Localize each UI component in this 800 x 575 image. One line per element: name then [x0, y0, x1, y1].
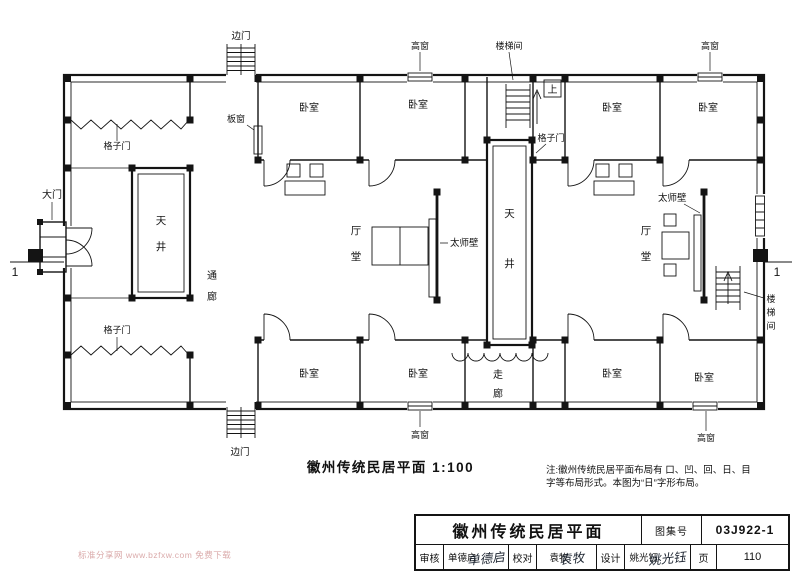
label-high-window-bottom-right: 高窗 [697, 432, 715, 443]
label-lattice-door-bottom: 格子门 [103, 324, 130, 335]
corridor-edges [67, 167, 132, 299]
label-board-window: 板窗 [227, 113, 245, 124]
skywell-left [130, 166, 192, 300]
label-hall-middle: 厅堂 [351, 225, 362, 263]
floor-plan-drawing: 边门 高窗 楼梯间 高窗 上 卧室 卧室 卧室 卧室 卧室 卧室 卧室 卧室 板… [10, 30, 792, 458]
label-bedroom-4: 卧室 [698, 101, 718, 114]
skywell-middle [485, 138, 534, 347]
label-high-window-top-right: 高窗 [701, 40, 719, 51]
label-bedroom-2: 卧室 [408, 98, 428, 111]
designer-label: 设计 [597, 545, 625, 569]
stairs-side-door-top [226, 44, 256, 75]
board-window [253, 125, 263, 155]
label-screen-wall-middle: 太师壁 [450, 237, 479, 249]
up-label-box [543, 79, 562, 98]
atlas-no-value: 03J922-1 [715, 523, 775, 537]
label-high-window-bottom-mid: 高窗 [411, 429, 429, 440]
designer-signature: 姚光钰 [647, 548, 687, 568]
section-number-right: 1 [774, 265, 781, 279]
stairs-top-right [505, 84, 531, 128]
label-side-door-top: 边门 [231, 30, 250, 42]
checker-signature: 袁牧 [557, 549, 585, 567]
label-stair-room-top: 楼梯间 [495, 40, 522, 51]
label-bedroom-8: 卧室 [694, 371, 714, 384]
label-lattice-door-right: 格子门 [537, 132, 564, 143]
drawing-caption: 徽州传统民居平面 1:100 [306, 460, 475, 475]
label-high-window-top-mid: 高窗 [411, 40, 429, 51]
label-bedroom-7: 卧室 [602, 367, 622, 380]
label-up: 上 [548, 84, 558, 96]
high-windows [407, 72, 723, 411]
label-hall-right: 厅堂 [641, 225, 652, 263]
page-label: 页 [691, 545, 717, 569]
right-wall-window [755, 195, 765, 237]
watermark-text: 标准分享网 www.bzfxw.com 免费下载 [78, 550, 232, 560]
drawing-note: 注:徽州传统民居平面布局有 口、凹、回、日、目 字等布局形式。本图为“日”字形布… [546, 464, 786, 490]
label-lattice-door-top: 格子门 [103, 140, 130, 151]
section-marker-left [10, 249, 64, 263]
label-skywell-middle: 天井 [504, 208, 515, 270]
atlas-no-label: 图集号 [642, 516, 702, 544]
label-corridor: 通廊 [207, 270, 217, 303]
checker-label: 校对 [509, 545, 537, 569]
designer-name: 姚光钰 [629, 553, 658, 564]
label-stair-room-right: 楼梯间 [766, 293, 775, 331]
screen-doors-walkway [451, 352, 549, 362]
title-block: 徽州传统民居平面 图集号 03J922-1 审核 单德启 单德启 校对 袁牧 袁… [414, 514, 790, 571]
note-line-2: 字等布局形式。本图为“日”字形布局。 [546, 478, 705, 489]
label-screen-wall-right: 太师壁 [658, 192, 687, 204]
section-marker-right [753, 249, 792, 263]
leader-lines [51, 51, 765, 431]
label-bedroom-5: 卧室 [299, 367, 319, 380]
checker-name-cell: 袁牧 袁牧 [537, 545, 597, 569]
label-bedroom-1: 卧室 [299, 101, 319, 114]
stairs-right-wing [715, 266, 741, 310]
furniture-right-hall [593, 163, 702, 292]
title-block-title: 徽州传统民居平面 [416, 516, 642, 544]
furniture-middle-hall [284, 163, 437, 298]
lattice-door-bottom [70, 345, 190, 356]
label-main-gate: 大门 [42, 188, 62, 201]
stairs-up-arrow [532, 88, 542, 124]
column-dots [64, 75, 764, 409]
reviewer-signature: 单德启 [465, 548, 505, 568]
title-block-bottom-row: 审核 单德启 单德启 校对 袁牧 袁牧 设计 姚光钰 姚光钰 页 110 [416, 545, 788, 569]
reviewer-name-cell: 单德启 单德启 [444, 545, 509, 569]
label-skywell-left: 天井 [156, 215, 167, 253]
section-number-left: 1 [12, 265, 19, 279]
checker-name: 袁牧 [549, 553, 569, 564]
door-swings [65, 159, 690, 341]
page-number: 110 [743, 551, 762, 563]
label-bedroom-6: 卧室 [408, 367, 428, 380]
label-side-door-bottom: 边门 [230, 446, 249, 458]
lattice-door-top [70, 119, 190, 130]
label-bedroom-3: 卧室 [602, 101, 622, 114]
title-block-top-row: 徽州传统民居平面 图集号 03J922-1 [416, 516, 788, 545]
designer-name-cell: 姚光钰 姚光钰 [625, 545, 691, 569]
reviewer-label: 审核 [416, 545, 444, 569]
reviewer-name: 单德启 [447, 553, 477, 564]
outer-wall [62, 73, 766, 411]
note-line-1: 注:徽州传统民居平面布局有 口、凹、回、日、目 [546, 465, 751, 476]
main-gate-structure [37, 219, 67, 275]
stairs-side-door-bottom [226, 407, 256, 438]
label-walkway: 走廊 [493, 369, 503, 400]
